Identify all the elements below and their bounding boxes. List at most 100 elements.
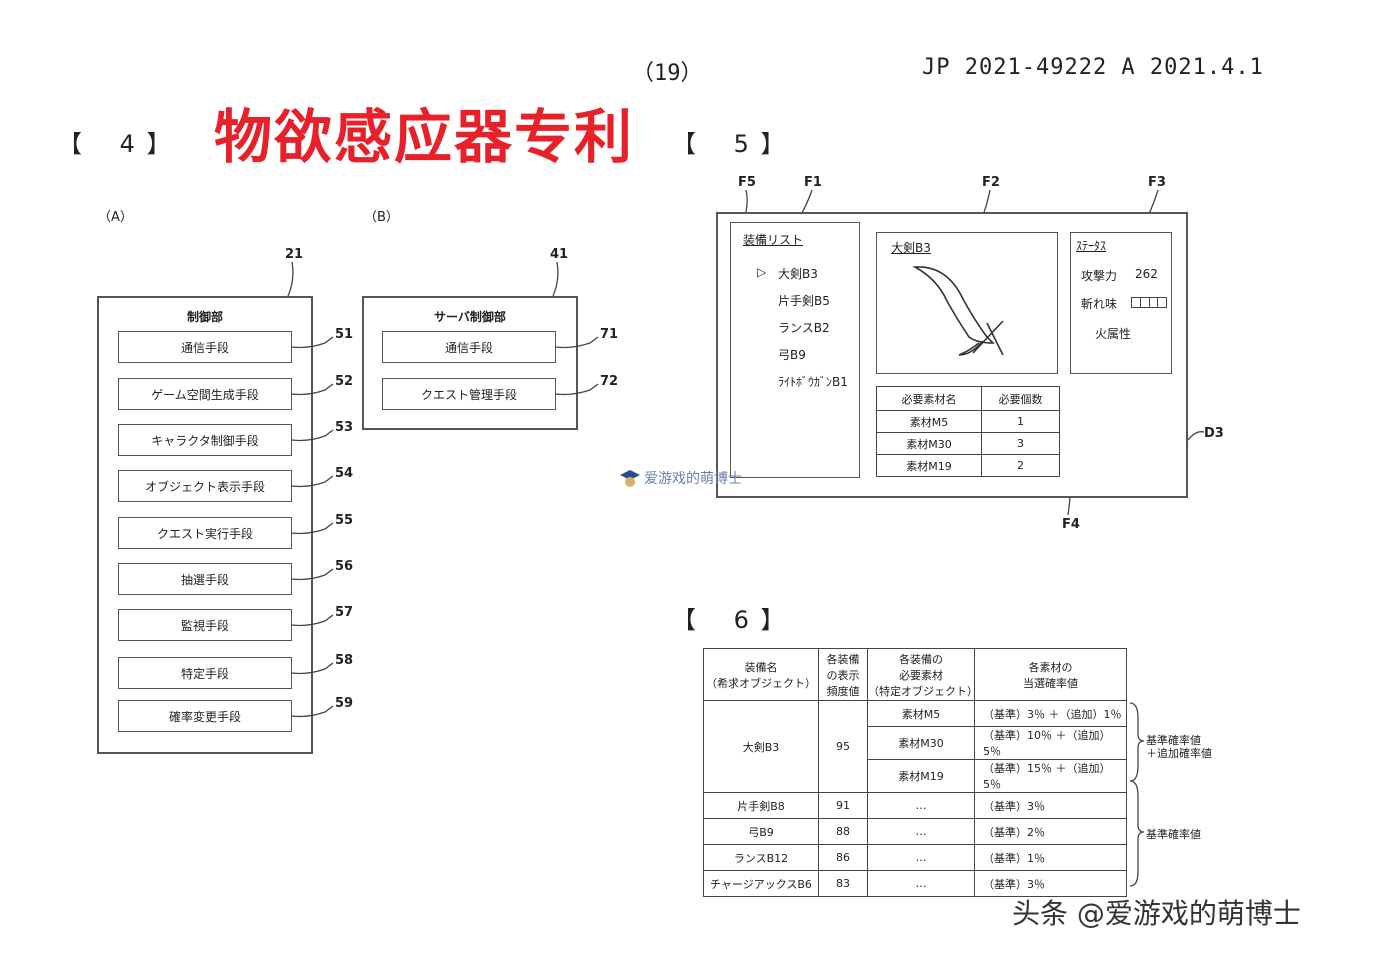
watermark: 爱游戏的萌博士 — [618, 467, 742, 489]
required-material: … — [867, 818, 975, 845]
display-frequency: 86 — [818, 844, 868, 871]
material-count: 2 — [981, 454, 1060, 477]
equipment-name: 片手剣B8 — [703, 792, 819, 819]
attack-value: 262 — [1135, 267, 1158, 281]
ref-D3: D3 — [1204, 426, 1224, 441]
equipment-list-panel: 装備リスト — [730, 222, 860, 478]
required-material: 素材M30 — [867, 726, 975, 760]
fig4a-means-box: キャラクタ制御手段 — [118, 424, 292, 456]
graduation-cap-icon — [620, 470, 640, 487]
leader-line — [291, 614, 334, 627]
sharpness-label: 斬れ味 — [1081, 297, 1118, 311]
fig4b-ref: 41 — [550, 247, 569, 262]
drop-probability: （基準）1％ — [974, 844, 1127, 871]
leader-line — [291, 383, 334, 396]
display-frequency: 95 — [818, 700, 868, 793]
document-id: JP 2021-49222 A 2021.4.1 — [922, 55, 1264, 80]
fig4a-means-box: 抽選手段 — [118, 563, 292, 595]
leader-line — [291, 705, 334, 718]
display-frequency: 88 — [818, 818, 868, 845]
fig4a-means-ref: 57 — [335, 605, 354, 620]
display-frequency: 83 — [818, 870, 868, 897]
equipment-name: チャージアックスB6 — [703, 870, 819, 897]
material-count: 1 — [981, 410, 1060, 433]
watermark-text: 爱游戏的萌博士 — [644, 471, 742, 487]
table-row: 素材M30（基準）10％ ＋（追加）5％ — [704, 726, 1127, 760]
control-unit-title: 制御部 — [186, 310, 223, 324]
ref-F3: F3 — [1148, 175, 1166, 190]
selection-cursor-icon: ▷ — [757, 265, 767, 279]
brace-2 — [1129, 780, 1145, 887]
fig4a-means-box: クエスト実行手段 — [118, 517, 292, 549]
fig6-header-frequency: 各装備 の表示 頻度値 — [818, 648, 868, 701]
overlay-title: 物欲感应器专利 — [214, 103, 635, 171]
equipment-list-item[interactable]: ﾗｲﾄﾎﾞｳｶﾞﾝB1 — [778, 375, 848, 389]
drop-probability: （基準）10％ ＋（追加）5％ — [974, 726, 1127, 760]
leader-line — [291, 522, 334, 535]
required-material: … — [867, 870, 975, 897]
fig4b-means-ref: 71 — [600, 327, 619, 342]
fig4a-means-box: オブジェクト表示手段 — [118, 470, 292, 502]
material-name: 素材M30 — [876, 432, 982, 455]
fig4a-means-ref: 59 — [335, 696, 354, 711]
material-count: 3 — [981, 432, 1060, 455]
fig4a-means-ref: 55 — [335, 513, 354, 528]
brace-label-base-plus-extra: 基準確率値 ＋追加確率値 — [1146, 734, 1212, 760]
fig4a-ref: 21 — [285, 247, 304, 262]
server-control-unit-title: サーバ制御部 — [434, 310, 506, 324]
fig4a-means-box: 監視手段 — [118, 609, 292, 641]
fig4-section-label: 【 4 】 — [58, 130, 173, 158]
equipment-list-title: 装備リスト — [743, 233, 804, 247]
leader-21 — [287, 261, 294, 297]
fig4b-means-box: クエスト管理手段 — [382, 378, 556, 410]
element-label: 火属性 — [1095, 327, 1132, 341]
brace-1 — [1129, 702, 1145, 782]
leader-line — [291, 429, 334, 442]
equipment-name: 弓B9 — [703, 818, 819, 845]
equipment-list-item[interactable]: 大剣B3 — [778, 267, 818, 281]
display-frequency: 91 — [818, 792, 868, 819]
drop-probability: （基準）3％ — [974, 792, 1127, 819]
ref-F1: F1 — [804, 175, 822, 190]
leader-line — [291, 336, 334, 349]
material-name: 素材M19 — [876, 454, 982, 477]
fig4a-means-ref: 53 — [335, 420, 354, 435]
fig4a-means-ref: 52 — [335, 374, 354, 389]
material-name: 素材M5 — [876, 410, 982, 433]
leader-line — [555, 336, 599, 349]
fig4a-means-ref: 54 — [335, 466, 354, 481]
credit-text: 头条 @爱游戏的萌博士 — [1012, 897, 1301, 930]
table-row: 素材M19（基準）15％ ＋（追加）5％ — [704, 759, 1127, 793]
fig4a-means-box: 通信手段 — [118, 331, 292, 363]
equipment-preview-panel: 大剣B3 — [876, 232, 1058, 374]
drop-probability: （基準）15％ ＋（追加）5％ — [974, 759, 1127, 793]
drop-probability: （基準）3％ — [974, 870, 1127, 897]
fig6-header-equipment: 装備名 （希求オブジェクト） — [703, 648, 819, 701]
fig4b-means-box: 通信手段 — [382, 331, 556, 363]
required-material: 素材M19 — [867, 759, 975, 793]
fig4b-means-ref: 72 — [600, 374, 619, 389]
equipment-list-item[interactable]: 片手剣B5 — [778, 294, 830, 308]
required-material: … — [867, 844, 975, 871]
equipment-list-item[interactable]: ランスB2 — [778, 321, 830, 335]
drop-probability-table: 装備名 （希求オブジェクト） 各装備 の表示 頻度値 各装備の 必要素材 （特定… — [703, 648, 1127, 897]
status-title: ｽﾃｰﾀｽ — [1076, 239, 1107, 253]
leader-D3 — [1187, 431, 1205, 441]
leader-line — [291, 475, 334, 488]
drop-probability: （基準）3％ ＋（追加）1％ — [974, 700, 1127, 727]
materials-header-count: 必要個数 — [981, 386, 1060, 411]
fig6-header-probability: 各素材の 当選確率値 — [974, 648, 1127, 701]
required-material: … — [867, 792, 975, 819]
equipment-list-item[interactable]: 弓B9 — [778, 348, 806, 362]
sharpness-gauge — [1131, 297, 1167, 308]
ref-F2: F2 — [982, 175, 1000, 190]
preview-title: 大剣B3 — [891, 241, 931, 255]
drop-probability: （基準）2％ — [974, 818, 1127, 845]
ref-F5: F5 — [738, 175, 756, 190]
attack-label: 攻撃力 — [1081, 269, 1118, 283]
